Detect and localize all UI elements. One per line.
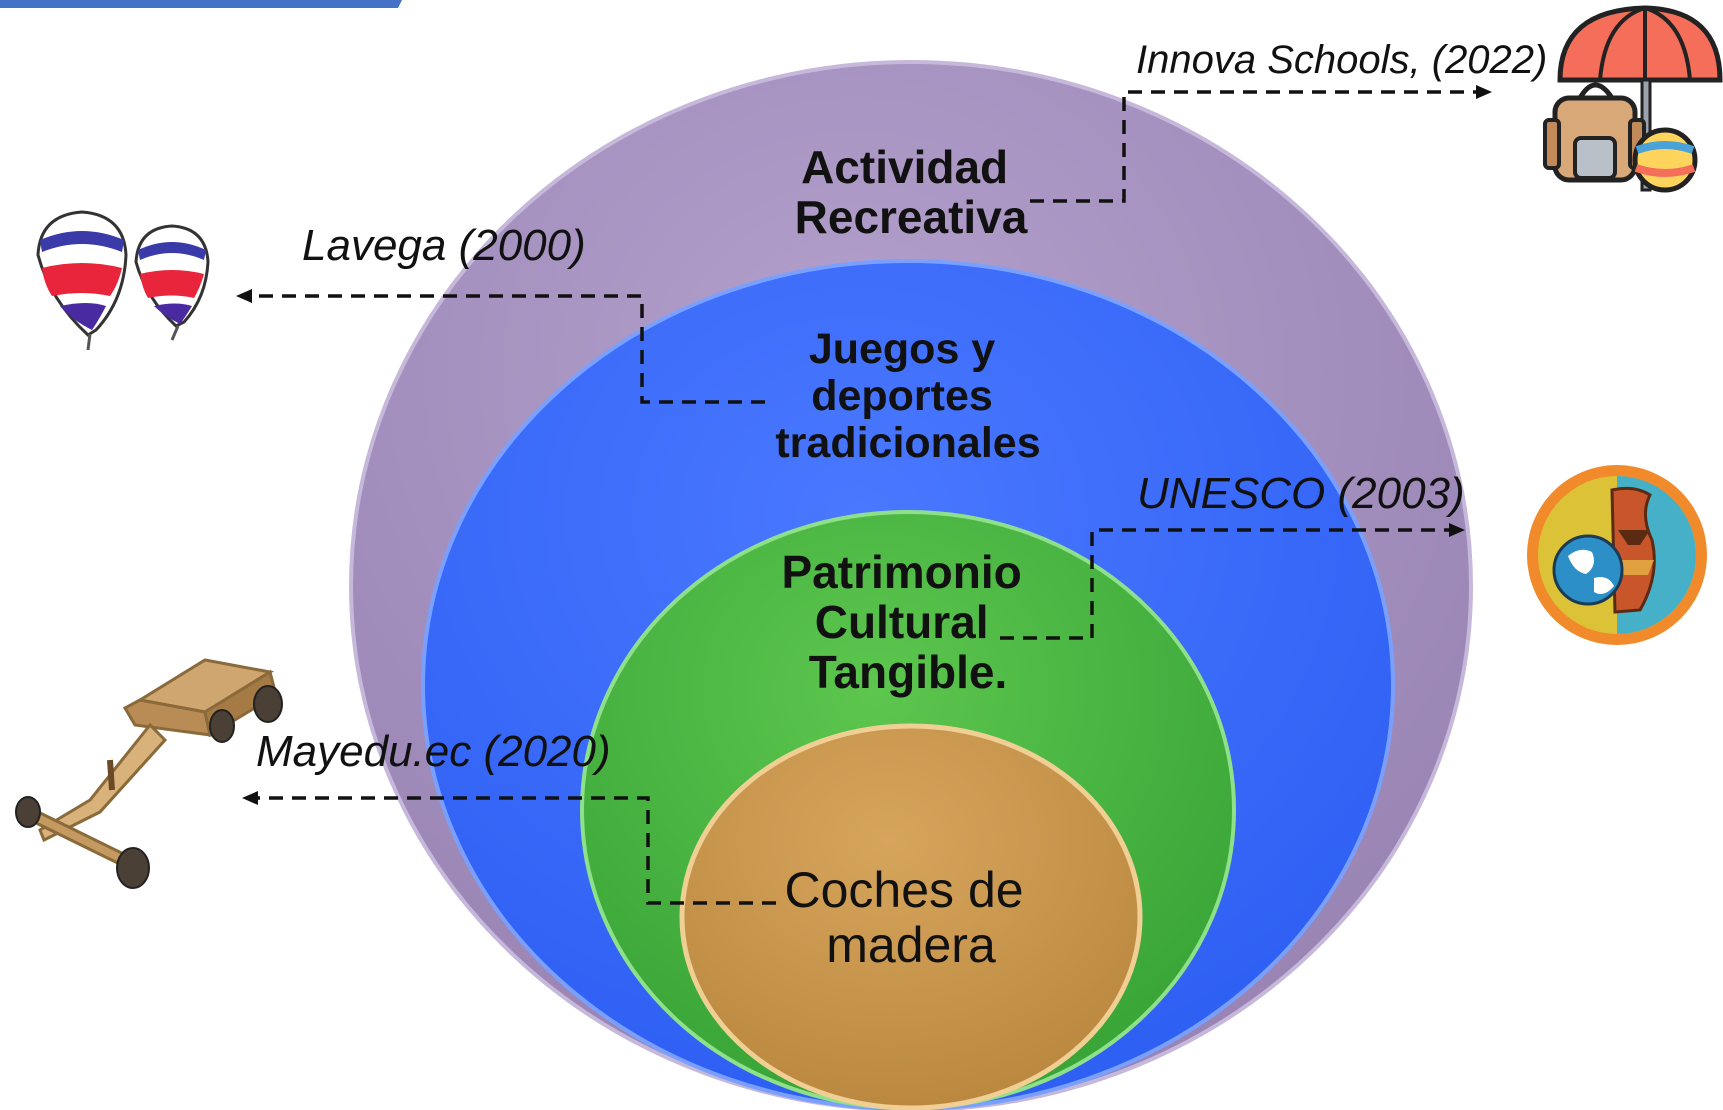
citation-unesco: UNESCO (2003) <box>1137 469 1465 518</box>
arrowhead-unesco <box>1449 523 1465 537</box>
arrowhead-lavega <box>236 289 252 303</box>
circle-coches-madera <box>679 723 1143 1110</box>
beach-bag-umbrella-icon <box>1543 5 1723 193</box>
arrowhead-mayedu <box>242 791 258 805</box>
citation-lavega: Lavega (2000) <box>302 221 586 270</box>
label-actividad-recreativa: Actividad Recreativa <box>795 141 1028 243</box>
cultural-heritage-globe-vase-icon <box>1527 465 1707 645</box>
citation-mayedu: Mayedu.ec (2020) <box>256 727 611 776</box>
label-coches-madera: Coches de madera <box>785 862 1038 973</box>
spinning-tops-icon <box>36 210 210 351</box>
label-juegos-deportes: Juegos y deportes tradicionales <box>775 325 1040 467</box>
connector-lavega <box>250 294 765 404</box>
header-fragment <box>0 0 402 8</box>
wooden-cart-icon <box>15 658 283 889</box>
arrowhead-innova <box>1476 85 1492 99</box>
connector-unesco <box>1000 528 1452 640</box>
citation-innova: Innova Schools, (2022) <box>1136 38 1547 82</box>
connector-innova <box>1030 90 1480 203</box>
label-patrimonio-cultural: Patrimonio Cultural Tangible. <box>781 546 1034 698</box>
